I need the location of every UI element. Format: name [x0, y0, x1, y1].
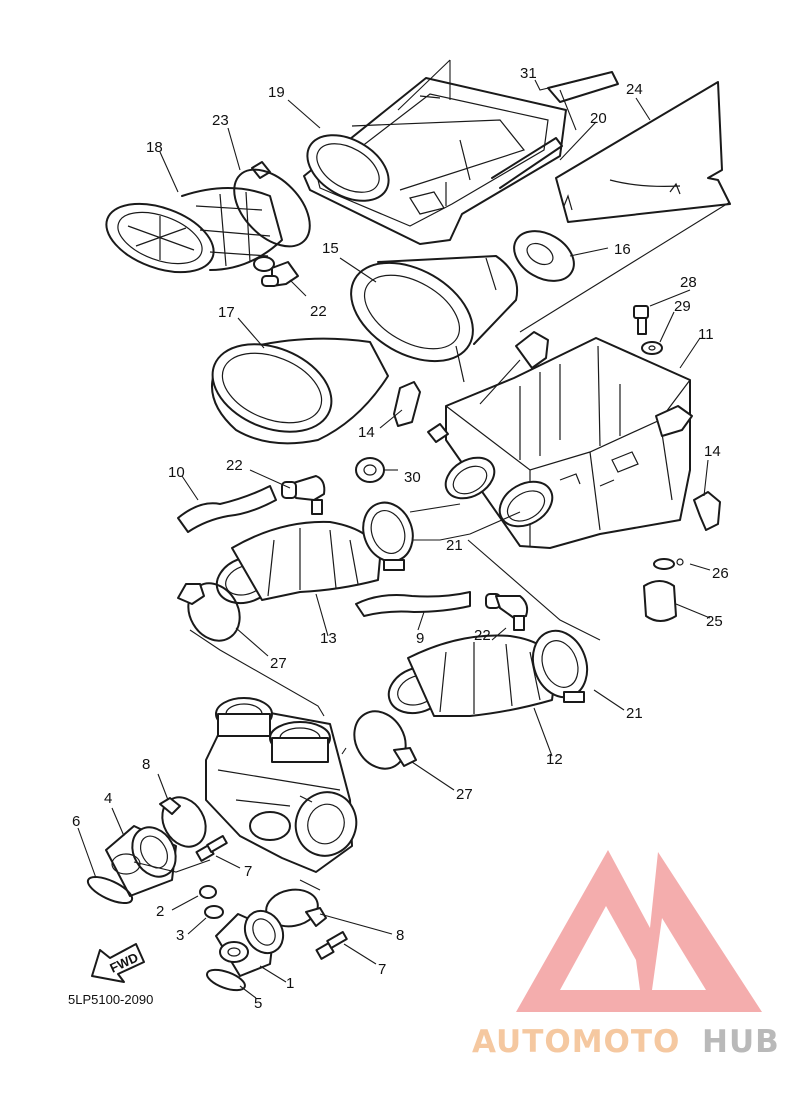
part-14-clip-upper	[393, 381, 421, 427]
callout-29: 29	[674, 298, 691, 315]
part-3-clip	[204, 905, 224, 919]
part-15-filter-frame	[350, 255, 518, 383]
part-22-elbow-lower	[485, 593, 529, 631]
callout-20: 20	[590, 110, 607, 127]
callout-21-lower: 21	[626, 705, 643, 722]
callout-8-lower: 8	[396, 927, 404, 944]
callout-4: 4	[104, 790, 112, 807]
callout-labels: 31 24 19 20 23 18 15 16 22 28 29 17 11 1…	[72, 65, 729, 1012]
callout-19: 19	[268, 84, 285, 101]
part-17-filter	[211, 337, 389, 445]
callout-11: 11	[698, 326, 714, 343]
watermark-text: AUTOMOTO HUB	[472, 1024, 780, 1060]
part-31-plate	[547, 71, 619, 103]
callout-31: 31	[520, 65, 537, 82]
callout-22-top: 22	[310, 303, 327, 320]
part-27-clamp-left	[177, 582, 241, 642]
callout-26: 26	[712, 565, 729, 582]
callout-27-left: 27	[270, 655, 287, 672]
part-16-plate	[513, 230, 575, 282]
callout-14-right: 14	[704, 443, 721, 460]
part-23-clamp	[233, 161, 311, 248]
diagram-code-label: 5LP5100-2090	[68, 992, 153, 1007]
callout-12: 12	[546, 751, 563, 768]
carburetor-assembly	[205, 697, 358, 873]
callout-30: 30	[404, 469, 421, 486]
callout-27-right: 27	[456, 786, 473, 803]
watermark-text-a: AUTOMOTO	[472, 1024, 680, 1060]
callout-21-upper: 21	[446, 537, 463, 554]
part-14-clip-right	[693, 491, 721, 531]
part-13-joint	[215, 501, 414, 605]
callout-10: 10	[168, 464, 185, 481]
watermark-text-b: HUB	[702, 1024, 780, 1060]
part-12-joint	[387, 629, 589, 717]
part-24-shield	[555, 81, 731, 223]
part-27-clamp-right	[353, 710, 417, 770]
callout-7-lower: 7	[378, 961, 386, 978]
part-22-elbow-top	[261, 261, 299, 287]
callout-6: 6	[72, 813, 80, 830]
callout-8-upper: 8	[142, 756, 150, 773]
callout-15: 15	[322, 240, 339, 257]
part-6-oring	[86, 875, 134, 905]
part-29-washer	[641, 341, 663, 355]
callout-28: 28	[680, 274, 697, 291]
callout-22-middle: 22	[226, 457, 243, 474]
callout-18: 18	[146, 139, 163, 156]
part-20-strap	[491, 137, 563, 189]
part-7-bolt-upper	[195, 835, 228, 862]
callout-13: 13	[320, 630, 337, 647]
part-19-cover	[303, 77, 567, 245]
part-5-oring	[206, 968, 246, 992]
callout-16: 16	[614, 241, 631, 258]
part-8-clamp-upper	[159, 796, 207, 848]
callout-3: 3	[176, 927, 184, 944]
part-9-hose	[355, 591, 471, 617]
part-28-bolt	[633, 305, 649, 335]
fwd-arrow-icon: FWD	[91, 943, 145, 983]
watermark-logo	[516, 850, 762, 1012]
callout-24: 24	[626, 81, 643, 98]
part-10-hose	[177, 485, 277, 533]
part-7-bolt-lower	[315, 931, 348, 960]
callout-23: 23	[212, 112, 229, 129]
callout-1: 1	[286, 975, 294, 992]
callout-7-upper: 7	[244, 863, 252, 880]
leader-lines	[77, 59, 731, 999]
callout-9: 9	[416, 630, 424, 647]
callout-25: 25	[706, 613, 723, 630]
callout-5: 5	[254, 995, 262, 1012]
part-25-drain	[643, 580, 677, 622]
part-18-duct	[105, 187, 283, 274]
part-2-cap	[199, 885, 217, 899]
part-11-airbox	[427, 331, 693, 549]
part-26-clip	[653, 558, 684, 570]
callout-14-upper: 14	[358, 424, 375, 441]
part-22-elbow-middle	[281, 475, 326, 515]
callout-17: 17	[218, 304, 235, 321]
part-30-grommet	[355, 457, 385, 483]
callout-22-lower: 22	[474, 627, 491, 644]
part-1-joint	[215, 909, 285, 977]
callout-2: 2	[156, 903, 164, 920]
